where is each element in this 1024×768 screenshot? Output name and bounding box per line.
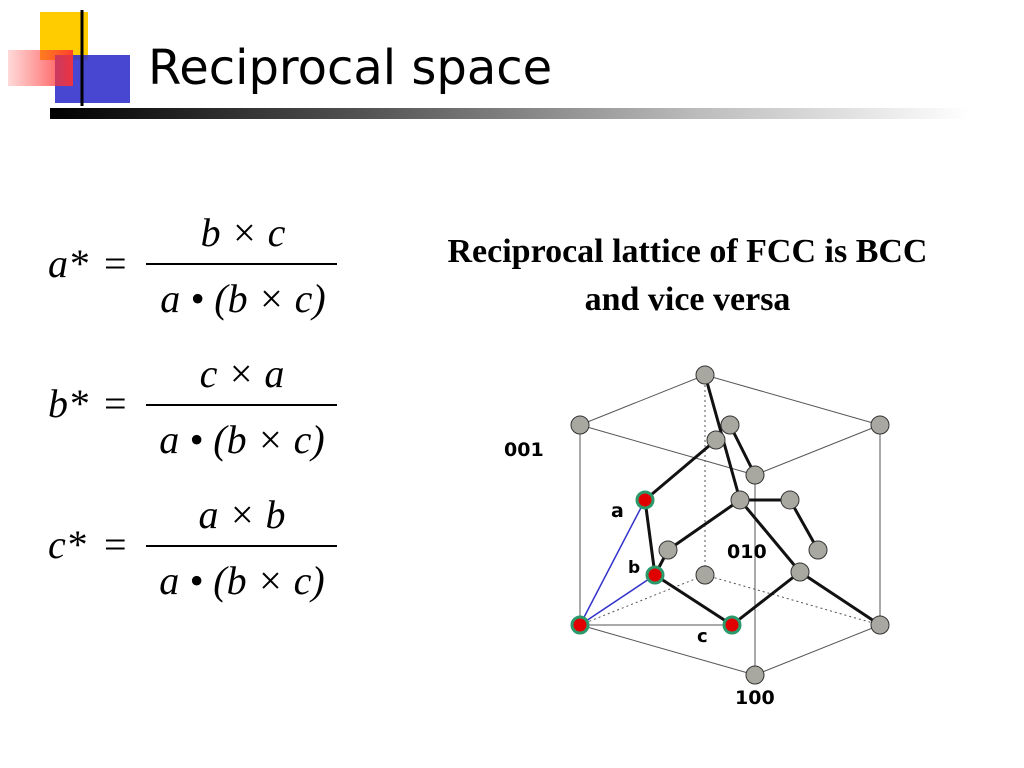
fcc-bcc-statement: Reciprocal lattice of FCC is BCC and vic… [400,228,975,324]
atom [570,415,590,435]
formula-numerator: c × a [200,351,285,396]
label-100: 100 [735,687,775,709]
equals-sign: = [104,522,127,567]
equals-sign: = [104,241,127,286]
formula-denominator: a • (b × c) [159,417,324,462]
atom [780,490,800,510]
atom [808,540,828,560]
statement-line-1: Reciprocal lattice of FCC is BCC [447,233,928,270]
basis-vectors [579,499,732,626]
lattice-bonds [643,374,881,627]
formula-denominator: a • (b × c) [160,276,325,321]
atom [695,565,715,585]
highlight-atom [722,615,742,635]
formula-numerator: a × b [199,492,286,537]
label-001: 001 [504,439,544,461]
statement-line-2: and vice versa [584,281,791,318]
reciprocal-vector-formulas: a* = b × c a • (b × c) b* = c × a a • (b… [48,210,337,603]
formula-lhs: a* [48,241,88,286]
formula-b-star: b* = c × a a • (b × c) [48,351,337,462]
equals-sign: = [104,381,127,426]
label-010: 010 [727,541,767,563]
formula-denominator: a • (b × c) [159,558,324,603]
formula-a-star: a* = b × c a • (b × c) [48,210,337,321]
highlight-atom [635,490,655,510]
highlight-atom [645,565,665,585]
highlight-atom [570,615,590,635]
formula-numerator: b × c [201,210,286,255]
title-logo-decoration [8,10,130,106]
slide-title: Reciprocal space [148,40,553,96]
cube-edges [579,374,881,676]
atom [870,615,890,635]
fcc-lattice-diagram: 001 010 100 a b c [504,365,890,709]
atom [695,365,715,385]
label-vector-b: b [628,558,640,578]
atom [870,415,890,435]
atom [790,562,810,582]
atom [745,465,765,485]
lattice-atoms [570,365,890,685]
atom [706,430,726,450]
title-underline [50,108,970,119]
label-vector-c: c [697,626,708,647]
formula-lhs: c* [48,522,86,567]
atom [720,415,740,435]
highlighted-atoms [570,490,742,635]
formula-lhs: b* [48,381,88,426]
atom [730,490,750,510]
formula-c-star: c* = a × b a • (b × c) [48,492,337,603]
label-vector-a: a [611,500,624,522]
atom [658,540,678,560]
red-square [8,50,73,86]
atom [745,665,765,685]
